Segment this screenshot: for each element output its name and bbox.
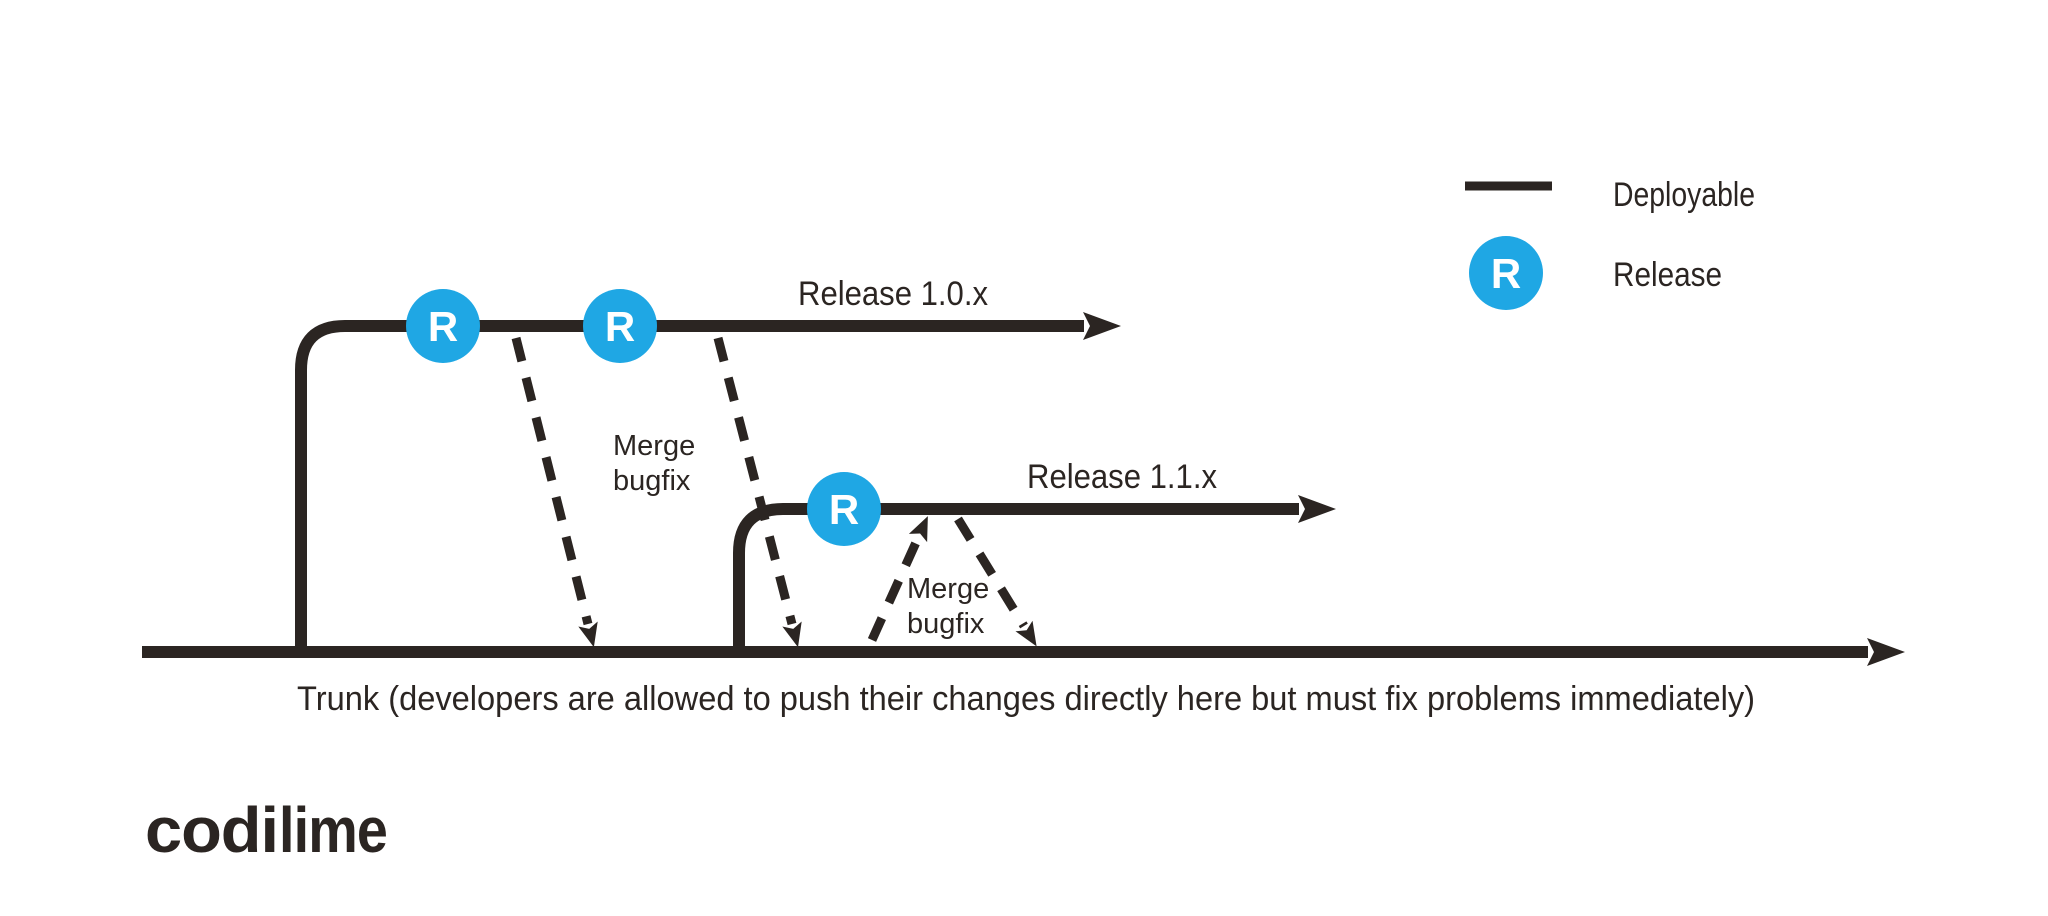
trunk: Trunk (developers are allowed to push th…: [142, 638, 1905, 718]
trunk-caption: Trunk (developers are allowed to push th…: [297, 680, 1755, 718]
codilime-logo: codi lime: [145, 794, 388, 866]
logo-lime-text: lime: [279, 794, 387, 866]
merge-label-2-line-2: bugfix: [907, 608, 985, 640]
release-1-0-branch: Release 1.0.x: [295, 275, 1121, 652]
merge-bugfix-label-1: Merge bugfix: [613, 430, 695, 497]
release-marker-letter: R: [605, 303, 635, 350]
release-marker-circle: [406, 289, 480, 363]
merge-label-1-line-2: bugfix: [613, 465, 691, 497]
merge-bugfix-arrow-1: [511, 336, 598, 648]
legend-release-marker: R: [1469, 236, 1543, 310]
release-marker-3: R: [807, 472, 881, 546]
merge-bugfix-arrow-3: [867, 516, 928, 642]
legend: Deployable R Release: [1465, 176, 1755, 310]
release-marker-circle: [1469, 236, 1543, 310]
release-marker-letter: R: [1491, 250, 1521, 297]
merge-label-1-line-1: Merge: [613, 430, 695, 462]
release-1-0-label: Release 1.0.x: [798, 275, 988, 313]
release-marker-1: R: [406, 289, 480, 363]
release-marker-letter: R: [428, 303, 458, 350]
merge-bugfix-label-2: Merge bugfix: [907, 573, 989, 640]
release-marker-circle: [807, 472, 881, 546]
logo-codi-text: codi: [145, 794, 278, 866]
release-1-1-branch: Release 1.1.x: [733, 458, 1336, 652]
legend-deployable-label: Deployable: [1613, 176, 1755, 214]
release-marker-2: R: [583, 289, 657, 363]
release-1-1-label: Release 1.1.x: [1027, 458, 1217, 496]
legend-release-label: Release: [1613, 256, 1722, 294]
release-marker-letter: R: [829, 486, 859, 533]
release-marker-circle: [583, 289, 657, 363]
merge-bugfix-arrow-2: [713, 336, 802, 648]
release-1-1-branch-line: [733, 495, 1336, 652]
merge-bugfix-arrow-4: [954, 516, 1037, 647]
merge-label-2-line-1: Merge: [907, 573, 989, 605]
release-1-0-branch-line: [295, 312, 1121, 652]
